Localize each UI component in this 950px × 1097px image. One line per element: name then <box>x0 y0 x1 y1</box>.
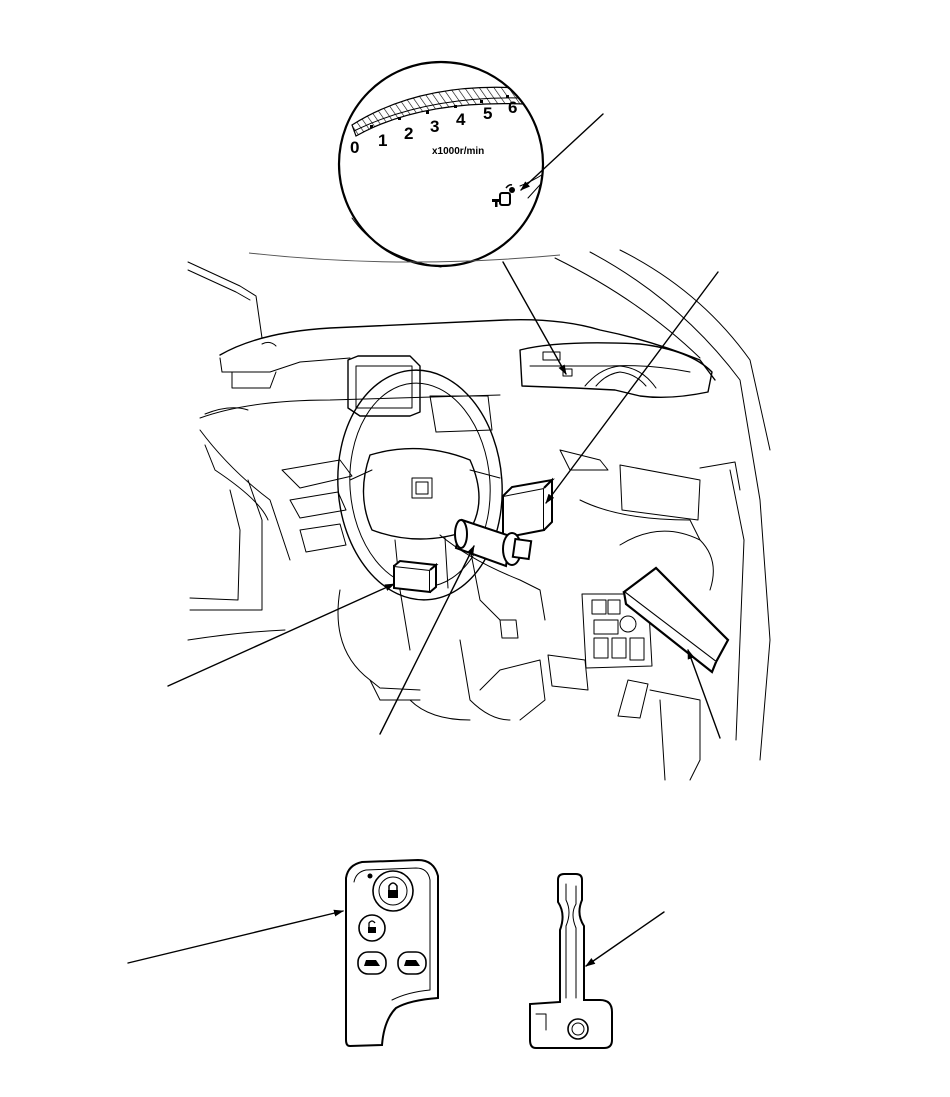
tick-label-6: 6 <box>508 98 517 117</box>
dashboard-interior-drawing <box>188 250 770 780</box>
smart-key-fob <box>346 860 438 1046</box>
key-release-button-icon <box>568 1019 588 1039</box>
center-display <box>348 356 420 416</box>
tick-label-3: 3 <box>430 117 439 136</box>
tick-label-1: 1 <box>378 131 387 150</box>
glovebox-top <box>205 408 248 414</box>
tachometer-magnified-view: 0 1 2 3 4 5 6 x1000r/min <box>339 62 560 267</box>
zoom-leader-arrow <box>503 262 566 374</box>
keyless-control-unit-large <box>624 568 728 672</box>
tachometer-unit-label: x1000r/min <box>432 146 484 157</box>
receiver-module-small <box>394 561 436 592</box>
immobilizer-indicator-icon <box>492 185 515 207</box>
left-vent <box>232 372 276 388</box>
tick-label-2: 2 <box>404 124 413 143</box>
key-fob-callout-arrow <box>128 911 343 963</box>
tick-label-5: 5 <box>483 104 492 123</box>
pedal-accelerator <box>618 680 648 718</box>
indicator-callout-arrow <box>521 114 603 190</box>
tick-label-4: 4 <box>456 110 466 129</box>
pedal-brake <box>548 655 588 690</box>
tick-label-0: 0 <box>350 138 359 157</box>
mechanical-key-callout-arrow <box>586 912 664 966</box>
pedal-left <box>500 620 518 638</box>
meter-hood <box>520 343 712 397</box>
center-vent-left <box>282 460 352 488</box>
dashboard-top <box>220 320 715 380</box>
built-in-mechanical-key <box>530 874 612 1048</box>
steering-wheel-emblem <box>412 478 432 498</box>
right-dash-panel <box>620 465 700 520</box>
magnifier-inner-edge <box>352 218 441 267</box>
immobilizer-control-unit <box>503 480 552 538</box>
